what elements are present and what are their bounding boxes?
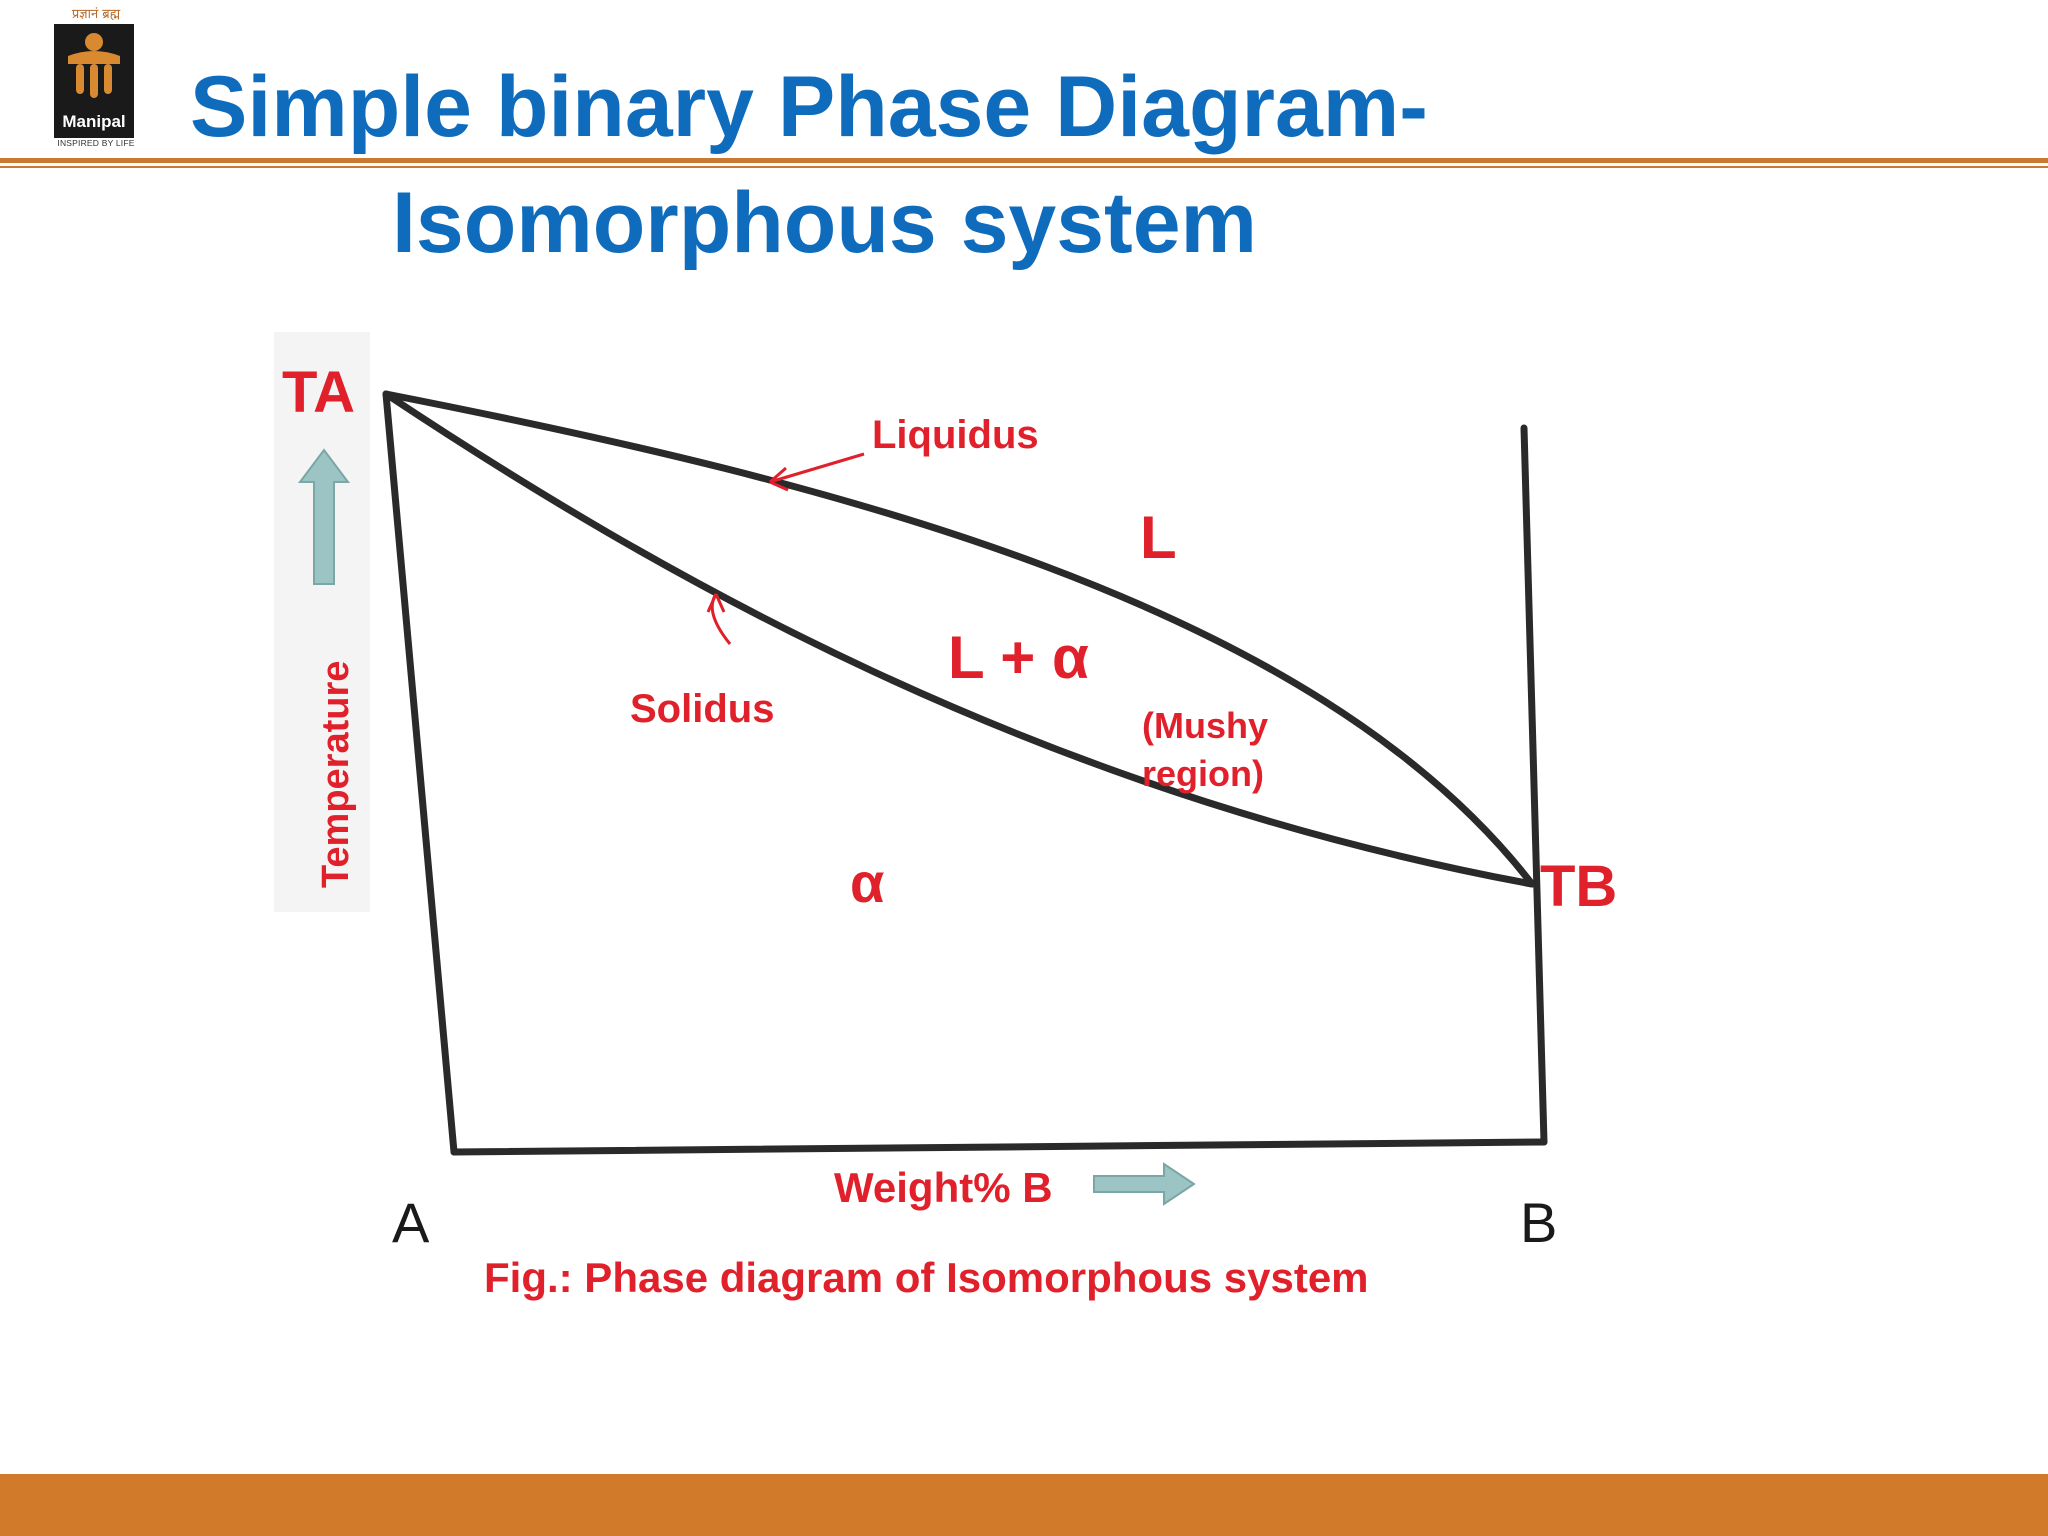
corner-a-label: A [392,1191,430,1254]
slide-title-line1: Simple binary Phase Diagram- [190,59,1428,155]
manipal-logo: प्रज्ञानं ब्रह्म Manipal INSPIRED BY LIF… [48,4,144,152]
liquidus-label: Liquidus [872,413,1039,457]
y-axis-label-panel [274,332,370,912]
mushy-note-line2: region) [1142,753,1264,794]
logo-sanskrit-text: प्रज्ञानं ब्रह्म [71,7,121,22]
liquidus-curve [382,390,1536,888]
mushy-region-label: L + α [948,624,1089,691]
slide-title-line2: Isomorphous system [392,175,1257,271]
tb-label: TB [1540,854,1617,919]
temperature-arrow-icon [298,448,350,585]
corner-b-label: B [1520,1191,1557,1254]
phase-diagram: TA TB Liquidus Solidus L L + α (Mushy re… [274,332,1634,1332]
x-axis-label: Weight% B [834,1164,1053,1211]
solidus-label: Solidus [630,687,774,731]
logo-emblem: Manipal [54,24,134,138]
mushy-note-line1: (Mushy [1142,705,1268,746]
footer-bar [0,1474,2048,1536]
weight-arrow-icon [1093,1162,1196,1206]
diagram-frame [382,390,1548,1156]
logo-figure-icon [68,33,120,98]
liquid-region-label: L [1140,504,1177,571]
alpha-region-label: α [850,851,884,914]
solidus-pointer-icon [706,593,732,645]
logo-tagline: INSPIRED BY LIFE [57,138,135,148]
header-rule [0,158,2048,163]
logo-name: Manipal [62,112,126,131]
figure-caption: Fig.: Phase diagram of Isomorphous syste… [484,1254,1369,1301]
header-rule-thin [0,166,2048,168]
solidus-curve [382,390,1536,888]
liquidus-pointer-icon [769,452,865,492]
ta-label: TA [282,360,355,425]
y-axis-label: Temperature [315,661,357,888]
